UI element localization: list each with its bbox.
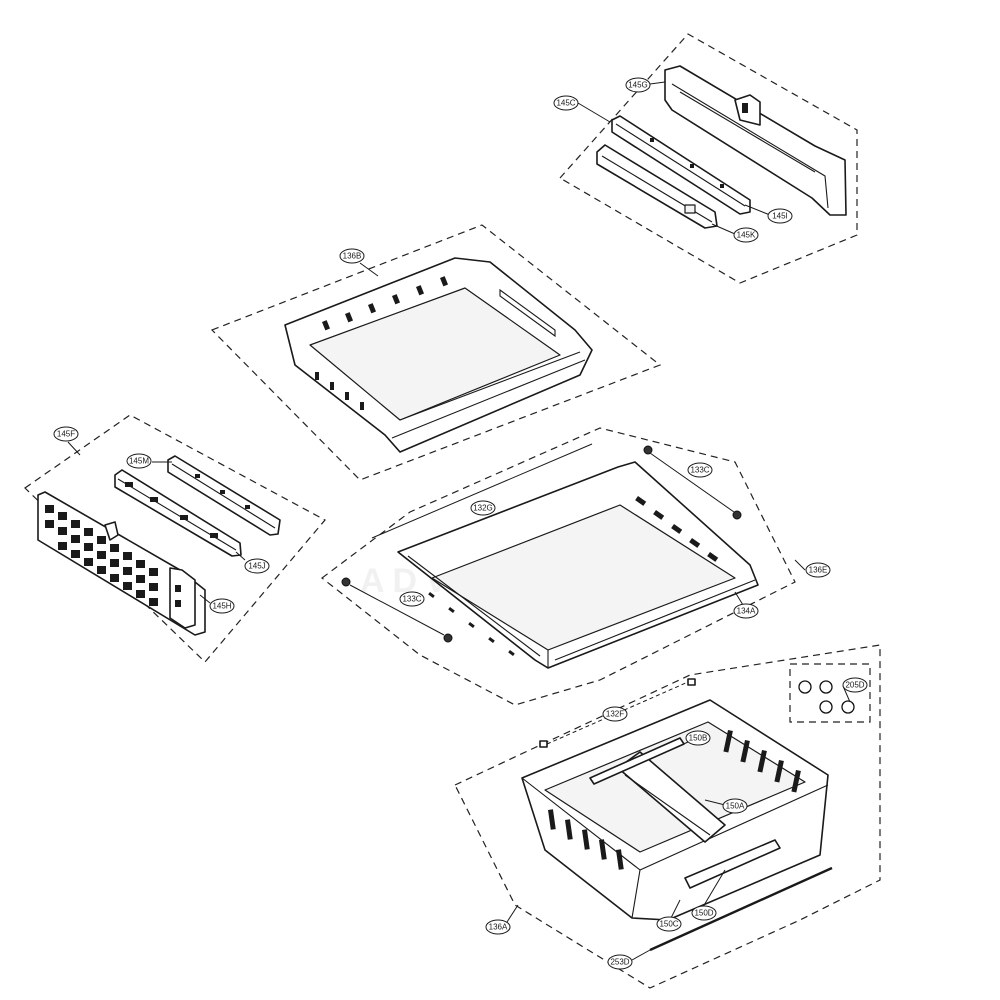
callout-145j-label: 145J bbox=[248, 562, 265, 571]
callout-132f-label: 132F bbox=[606, 710, 624, 719]
callout-136b-label: 136B bbox=[343, 252, 362, 261]
callout-150a[interactable]: 150A bbox=[722, 798, 748, 814]
callout-132g[interactable]: 132G bbox=[470, 500, 496, 516]
screw-133c-right[interactable] bbox=[732, 510, 742, 520]
callout-145g-label: 145G bbox=[628, 81, 648, 90]
callout-145i[interactable]: 145I bbox=[767, 208, 793, 224]
shelf-134a[interactable] bbox=[397, 461, 759, 669]
callout-150b-label: 150B bbox=[689, 734, 708, 743]
group-136e-boundary bbox=[321, 427, 796, 706]
grille-145h[interactable] bbox=[37, 491, 206, 636]
callout-145c-label: 145C bbox=[556, 99, 575, 108]
callout-145k[interactable]: 145K bbox=[733, 227, 759, 243]
callout-132f[interactable]: 132F bbox=[602, 706, 628, 722]
callout-150d-label: 150D bbox=[694, 909, 713, 918]
rail-145m[interactable] bbox=[167, 455, 281, 536]
group-136a-crisper-drawer bbox=[454, 644, 881, 989]
group-145c-boundary bbox=[559, 33, 858, 284]
callout-253d[interactable]: 253D bbox=[607, 954, 633, 970]
callout-150c-label: 150C bbox=[659, 920, 678, 929]
callout-136e[interactable]: 136E bbox=[805, 562, 831, 578]
callout-133c-top[interactable]: 133C bbox=[687, 462, 713, 478]
callouts: 145G 145C 145I 145K 136B 145F 145M 145J bbox=[53, 77, 868, 970]
group-136e-shelf bbox=[321, 427, 796, 706]
callout-136a-label: 136A bbox=[489, 923, 508, 932]
callout-145m[interactable]: 145M bbox=[126, 453, 152, 469]
clip-132f-right[interactable] bbox=[687, 678, 696, 686]
grille-cells bbox=[45, 505, 181, 607]
callout-145h-label: 145H bbox=[212, 602, 231, 611]
callout-150a-label: 150A bbox=[726, 802, 745, 811]
shelf-rail-132g[interactable] bbox=[371, 443, 593, 539]
callout-145k-label: 145K bbox=[737, 231, 756, 240]
screw-133c-left[interactable] bbox=[341, 577, 351, 587]
callout-145c[interactable]: 145C bbox=[553, 95, 579, 111]
callout-134a-label: 134A bbox=[737, 607, 756, 616]
screw-133c-top[interactable] bbox=[643, 445, 653, 455]
callout-145h[interactable]: 145H bbox=[209, 598, 235, 614]
rail-145i[interactable] bbox=[611, 115, 751, 215]
group-145f-side-rails bbox=[24, 414, 326, 663]
rail-145g[interactable] bbox=[664, 65, 847, 216]
rail-145j[interactable] bbox=[114, 469, 242, 557]
divider-150a[interactable] bbox=[617, 751, 726, 843]
callout-133c-left[interactable]: 133C bbox=[399, 591, 425, 607]
seal-strip-253d[interactable] bbox=[649, 866, 833, 952]
tray-136b[interactable] bbox=[284, 257, 593, 453]
group-136b-boundary bbox=[210, 224, 662, 481]
callout-145i-label: 145I bbox=[772, 212, 788, 221]
group-136a-boundary bbox=[454, 644, 881, 989]
callout-134a[interactable]: 134A bbox=[733, 603, 759, 619]
callout-145m-label: 145M bbox=[129, 457, 149, 466]
callout-205d[interactable]: 205D bbox=[842, 677, 868, 693]
callout-133c-top-label: 133C bbox=[690, 466, 709, 475]
knob-set-205d[interactable] bbox=[789, 663, 871, 723]
callout-136b[interactable]: 136B bbox=[339, 248, 365, 264]
callout-136e-label: 136E bbox=[809, 566, 828, 575]
group-136b-upper-tray bbox=[210, 224, 662, 481]
callout-133c-left-label: 133C bbox=[402, 595, 421, 604]
callout-150d[interactable]: 150D bbox=[691, 905, 717, 921]
callout-150c[interactable]: 150C bbox=[656, 916, 682, 932]
handle-150d[interactable] bbox=[684, 839, 781, 889]
callout-136a[interactable]: 136A bbox=[485, 919, 511, 935]
callout-145f[interactable]: 145F bbox=[53, 426, 79, 442]
screw-133c-bottom[interactable] bbox=[443, 633, 453, 643]
callout-145g[interactable]: 145G bbox=[625, 77, 651, 93]
callout-145f-label: 145F bbox=[57, 430, 75, 439]
callout-145j[interactable]: 145J bbox=[244, 558, 270, 574]
callout-132g-label: 132G bbox=[473, 504, 493, 513]
group-145c-rail-assembly bbox=[559, 33, 858, 284]
callout-253d-label: 253D bbox=[610, 958, 629, 967]
callout-150b[interactable]: 150B bbox=[685, 730, 711, 746]
callout-205d-label: 205D bbox=[845, 681, 864, 690]
clip-132f-left[interactable] bbox=[539, 740, 548, 748]
